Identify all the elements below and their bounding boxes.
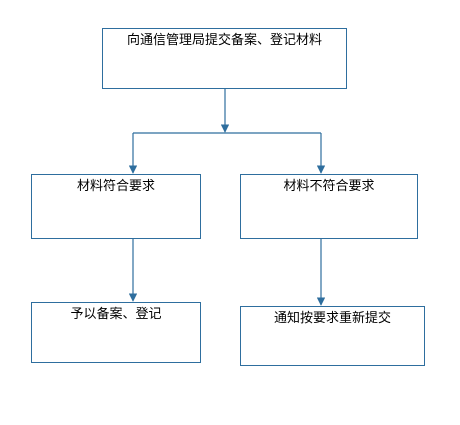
node-materials-compliant: 材料符合要求 bbox=[31, 174, 201, 239]
node-notify-resubmit-label: 通知按要求重新提交 bbox=[273, 311, 391, 326]
node-submit-materials-label: 向通信管理局提交备案、登记材料 bbox=[126, 33, 322, 48]
node-materials-compliant-label: 材料符合要求 bbox=[76, 179, 155, 194]
node-submit-materials: 向通信管理局提交备案、登记材料 bbox=[102, 28, 347, 89]
node-grant-registration: 予以备案、登记 bbox=[31, 302, 201, 363]
node-notify-resubmit: 通知按要求重新提交 bbox=[240, 306, 425, 366]
node-materials-noncompliant-label: 材料不符合要求 bbox=[283, 179, 375, 194]
node-materials-noncompliant: 材料不符合要求 bbox=[240, 174, 418, 239]
node-grant-registration-label: 予以备案、登记 bbox=[70, 307, 162, 322]
